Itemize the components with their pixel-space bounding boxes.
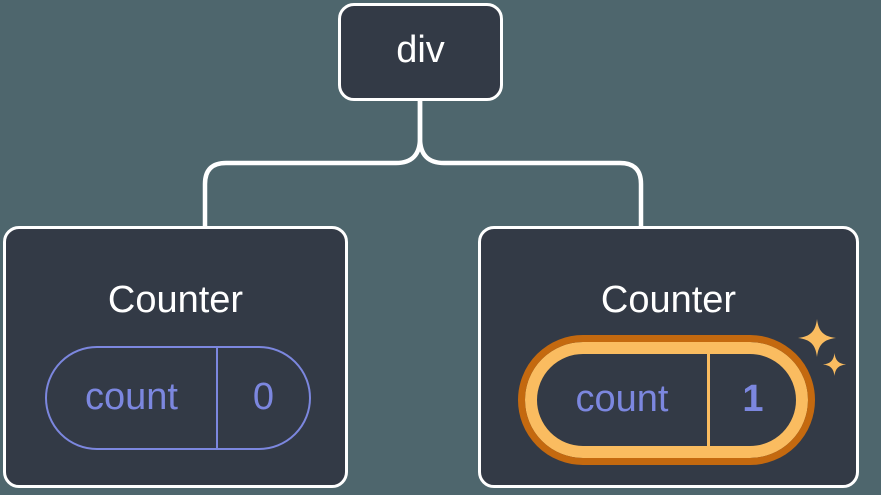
state-value-left: 0 — [252, 375, 275, 418]
counter-title-left: Counter — [107, 279, 244, 321]
counter-title-right: Counter — [600, 279, 737, 321]
state-value-right: 1 — [742, 377, 764, 420]
sparkle-icon-small — [823, 353, 846, 376]
state-key-right: count — [537, 354, 710, 446]
state-key-left: count — [47, 348, 218, 448]
sparkle-icon — [798, 319, 836, 357]
counter-node-right: Counter count 1 — [478, 226, 859, 488]
connector-branch-right — [417, 100, 644, 228]
connector-branch-left — [202, 100, 423, 228]
counter-node-left: Counter count 0 — [3, 226, 348, 488]
root-node-label: div — [396, 29, 445, 71]
state-pill-right-highlighted: count 1 — [518, 335, 815, 465]
root-node: div — [338, 3, 503, 101]
state-pill-left: count 0 — [45, 346, 311, 450]
